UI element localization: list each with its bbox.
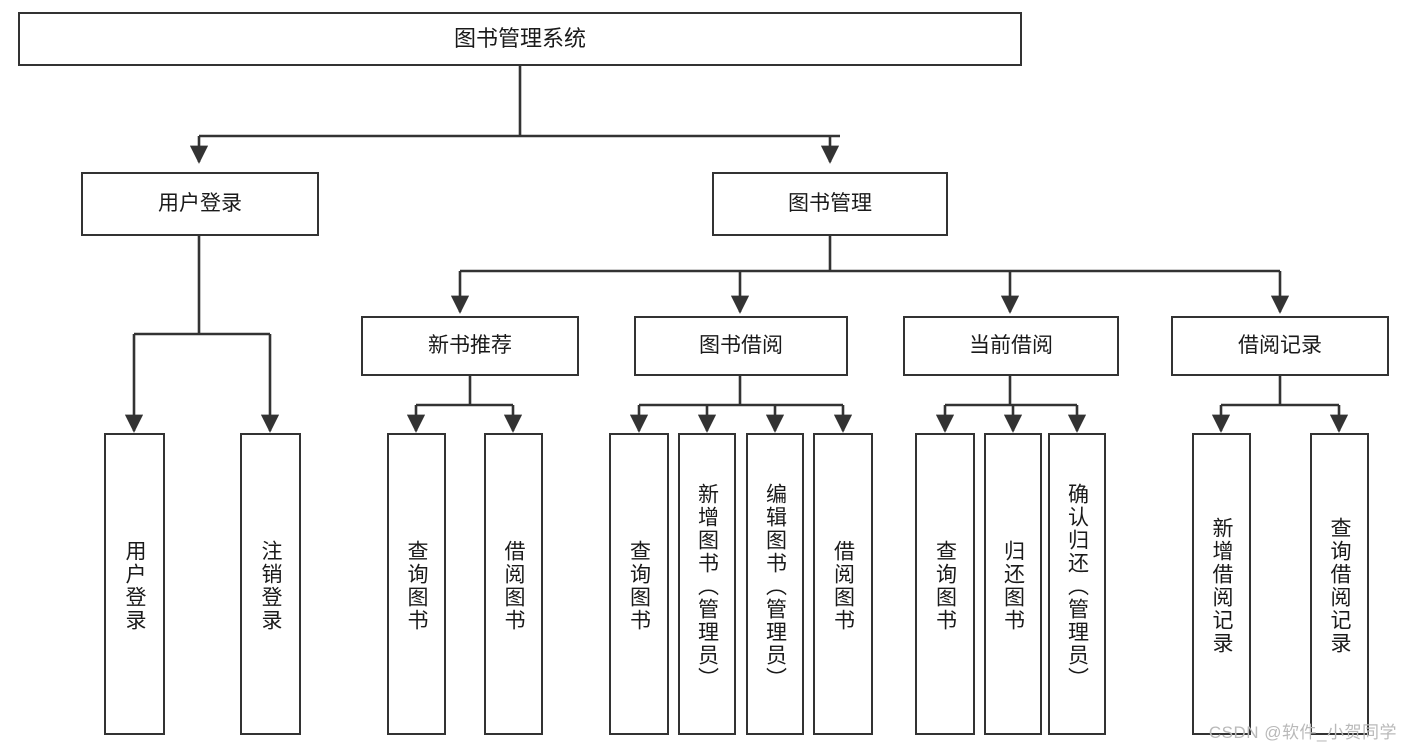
node-label: 图书管理系统 — [453, 25, 586, 51]
node-root-system[interactable]: 图书管理系统 — [18, 12, 1022, 66]
leaf-new-book-borrow[interactable]: 借阅图书 — [484, 433, 543, 735]
node-label: 借阅记录 — [1238, 333, 1322, 357]
node-user-login[interactable]: 用户登录 — [81, 172, 319, 236]
node-label: 查询图书 — [933, 540, 957, 632]
leaf-borrow-record-add[interactable]: 新增借阅记录 — [1192, 433, 1251, 735]
node-label: 编辑图书（管理员） — [763, 482, 787, 690]
node-label: 查询图书 — [405, 540, 428, 632]
leaf-book-borrow-add[interactable]: 新增图书（管理员） — [678, 433, 736, 735]
csdn-watermark: CSDN @软件_小贺同学 — [1208, 723, 1397, 742]
node-label: 新增图书（管理员） — [695, 482, 719, 690]
leaf-book-borrow-query[interactable]: 查询图书 — [609, 433, 669, 735]
node-current-borrow[interactable]: 当前借阅 — [903, 316, 1119, 376]
leaf-user-login-login[interactable]: 用户登录 — [104, 433, 165, 735]
leaf-new-book-query[interactable]: 查询图书 — [387, 433, 446, 735]
node-label: 图书借阅 — [699, 333, 783, 357]
node-label: 注销登录 — [259, 540, 282, 632]
leaf-current-borrow-return[interactable]: 归还图书 — [984, 433, 1042, 735]
node-label: 确认归还（管理员） — [1065, 482, 1089, 690]
node-label: 新增借阅记录 — [1210, 517, 1233, 655]
node-label: 查询图书 — [627, 540, 651, 632]
node-label: 新书推荐 — [428, 333, 512, 357]
node-label: 用户登录 — [158, 191, 242, 215]
leaf-borrow-record-query[interactable]: 查询借阅记录 — [1310, 433, 1369, 735]
node-new-book-recommend[interactable]: 新书推荐 — [361, 316, 579, 376]
node-label: 借阅图书 — [831, 540, 855, 632]
node-label: 当前借阅 — [969, 333, 1053, 357]
leaf-current-borrow-confirm-return[interactable]: 确认归还（管理员） — [1048, 433, 1106, 735]
node-label: 图书管理 — [788, 191, 872, 215]
node-label: 借阅图书 — [502, 540, 525, 632]
node-label: 归还图书 — [1001, 540, 1025, 632]
leaf-user-login-logout[interactable]: 注销登录 — [240, 433, 301, 735]
leaf-book-borrow-edit[interactable]: 编辑图书（管理员） — [746, 433, 804, 735]
node-borrow-record[interactable]: 借阅记录 — [1171, 316, 1389, 376]
node-label: 查询借阅记录 — [1328, 517, 1351, 655]
leaf-book-borrow-borrow[interactable]: 借阅图书 — [813, 433, 873, 735]
node-label: 用户登录 — [123, 540, 146, 632]
node-book-borrow[interactable]: 图书借阅 — [634, 316, 848, 376]
node-book-management[interactable]: 图书管理 — [712, 172, 948, 236]
leaf-current-borrow-query[interactable]: 查询图书 — [915, 433, 975, 735]
